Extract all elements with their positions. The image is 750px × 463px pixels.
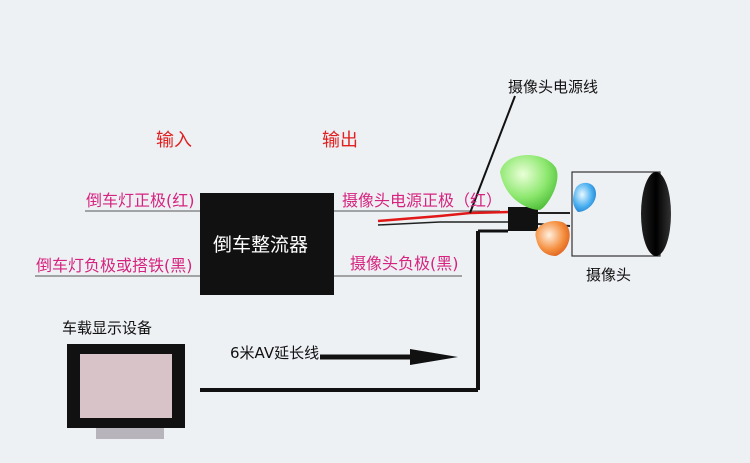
camera-positive-label: 摄像头电源正极（红） xyxy=(342,191,503,210)
blue-bulb xyxy=(573,182,596,212)
camera-label: 摄像头 xyxy=(586,266,632,284)
reverse-negative-label: 倒车灯负极或搭铁(黑) xyxy=(36,256,193,275)
black-power-wire xyxy=(377,221,510,226)
red-power-wire xyxy=(377,210,511,223)
output-heading: 输出 xyxy=(322,130,358,151)
display-label: 车载显示设备 xyxy=(62,319,153,337)
av-cable-label: 6米AV延长线 xyxy=(230,344,320,362)
green-bulb xyxy=(500,154,558,210)
orange-bulb xyxy=(535,220,570,256)
camera-negative-label: 摄像头负极(黑) xyxy=(350,254,459,273)
reverse-positive-label: 倒车灯正极(红) xyxy=(86,191,195,210)
monitor-screen xyxy=(80,354,172,418)
camera-power-cable-label: 摄像头电源线 xyxy=(508,78,599,96)
monitor-stand xyxy=(96,428,164,439)
av-arrow-head xyxy=(410,349,458,365)
camera-lens xyxy=(641,172,671,256)
rectifier-box xyxy=(200,193,334,295)
camera-connector xyxy=(508,207,538,231)
input-heading: 输入 xyxy=(156,130,192,151)
rectifier-label: 倒车整流器 xyxy=(213,234,309,256)
power-cable-pointer xyxy=(469,95,516,214)
